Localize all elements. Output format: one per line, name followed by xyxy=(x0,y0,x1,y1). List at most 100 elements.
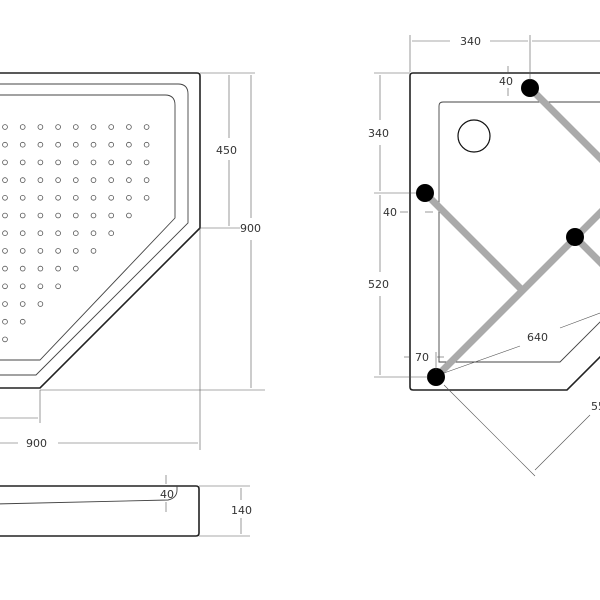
drain-dot xyxy=(2,195,8,201)
drain-dot xyxy=(19,177,26,183)
dim-40-top: 40 xyxy=(499,75,513,88)
drain-dot xyxy=(2,301,8,307)
dim-450: 450 xyxy=(216,144,237,157)
legs-tray-basin xyxy=(438,101,600,363)
drain-dot xyxy=(73,177,79,183)
drain-dot xyxy=(37,141,44,148)
drain-dot xyxy=(90,195,97,201)
drain-dot xyxy=(2,336,8,343)
drain-dot xyxy=(37,212,44,219)
drain-dot xyxy=(2,141,8,148)
drain-dot xyxy=(108,159,114,166)
drain-dot xyxy=(73,124,79,130)
drain-hole xyxy=(457,119,491,153)
drain-dot xyxy=(90,159,97,166)
dim-40-left: 40 xyxy=(383,206,397,219)
drain-dot xyxy=(108,230,114,237)
side-basin-line xyxy=(0,486,178,505)
drain-dot xyxy=(108,141,114,148)
drain-dot xyxy=(19,159,26,166)
drain-dot xyxy=(37,283,44,290)
drain-dot xyxy=(90,141,97,148)
drain-dot xyxy=(37,265,44,272)
drain-dot xyxy=(19,141,26,148)
tray-rim-outer xyxy=(0,83,189,376)
tray-outline xyxy=(0,72,201,389)
drain-dot xyxy=(108,212,114,219)
drain-dot xyxy=(126,124,132,130)
drain-dot xyxy=(37,195,44,201)
drain-dot xyxy=(19,230,26,237)
side-profile xyxy=(0,485,200,537)
drain-dot xyxy=(19,248,26,254)
drain-dot xyxy=(90,124,97,130)
drain-dot xyxy=(73,212,79,219)
drain-dot xyxy=(90,212,97,219)
drain-dot xyxy=(73,159,79,166)
drain-dot xyxy=(2,248,8,254)
drain-dot xyxy=(55,283,61,290)
drain-dot xyxy=(37,177,44,183)
drain-dot xyxy=(143,159,150,166)
dim-640: 640 xyxy=(527,331,548,344)
drain-dot xyxy=(2,159,8,166)
drain-dot xyxy=(73,248,79,254)
drain-dot xyxy=(2,124,8,130)
drain-dot xyxy=(55,124,61,130)
drain-dot xyxy=(2,283,8,290)
drain-dot xyxy=(2,318,8,325)
drain-dot xyxy=(126,195,132,201)
drain-dot xyxy=(108,195,114,201)
drain-dot xyxy=(126,159,132,166)
drain-dot xyxy=(90,230,97,237)
drain-dot xyxy=(2,212,8,219)
dim-900-horizontal: 900 xyxy=(26,437,47,450)
drain-dot xyxy=(55,177,61,183)
drain-dot xyxy=(55,159,61,166)
dim-340-top: 340 xyxy=(460,35,481,48)
drain-dot xyxy=(37,248,44,254)
drain-dot xyxy=(90,177,97,183)
legs-tray-outline xyxy=(409,72,600,391)
drain-dot xyxy=(126,212,132,219)
drain-dot xyxy=(37,230,44,237)
drain-dot xyxy=(19,195,26,201)
drain-dot xyxy=(19,124,26,130)
dim-55: 55 xyxy=(591,400,600,413)
dim-520: 520 xyxy=(368,278,389,291)
side-view: 40 140 xyxy=(0,475,252,537)
dim-70: 70 xyxy=(415,351,429,364)
drain-dot xyxy=(143,141,150,148)
drain-dot xyxy=(143,195,150,201)
drain-dot xyxy=(90,248,97,254)
drain-dot xyxy=(126,177,132,183)
drain-dot xyxy=(126,141,132,148)
drain-dot xyxy=(55,265,61,272)
dim-900-vertical: 900 xyxy=(240,222,261,235)
drain-dot xyxy=(19,283,26,290)
dim-40-rim: 40 xyxy=(160,488,174,501)
drain-dot xyxy=(73,141,79,148)
leg-bar xyxy=(526,84,600,163)
drain-dot xyxy=(55,248,61,254)
leg-bar xyxy=(421,189,525,293)
leg-foot xyxy=(566,228,584,246)
legs-view: 340 40 340 520 40 70 640 55 xyxy=(368,35,600,477)
drain-dot xyxy=(55,195,61,201)
drain-dot xyxy=(19,318,26,325)
drain-dot xyxy=(108,177,114,183)
drain-dot xyxy=(73,230,79,237)
leg-foot xyxy=(416,184,434,202)
tray-basin xyxy=(0,94,176,361)
drain-dot xyxy=(37,124,44,130)
drain-dot xyxy=(143,177,150,183)
drain-dot xyxy=(37,159,44,166)
drain-dot xyxy=(143,124,150,130)
drain-dot xyxy=(108,124,114,130)
drain-dot xyxy=(19,301,26,307)
drain-dot xyxy=(2,230,8,237)
leg-foot xyxy=(521,79,539,97)
drain-dot xyxy=(37,301,44,307)
drain-dot xyxy=(73,265,79,272)
